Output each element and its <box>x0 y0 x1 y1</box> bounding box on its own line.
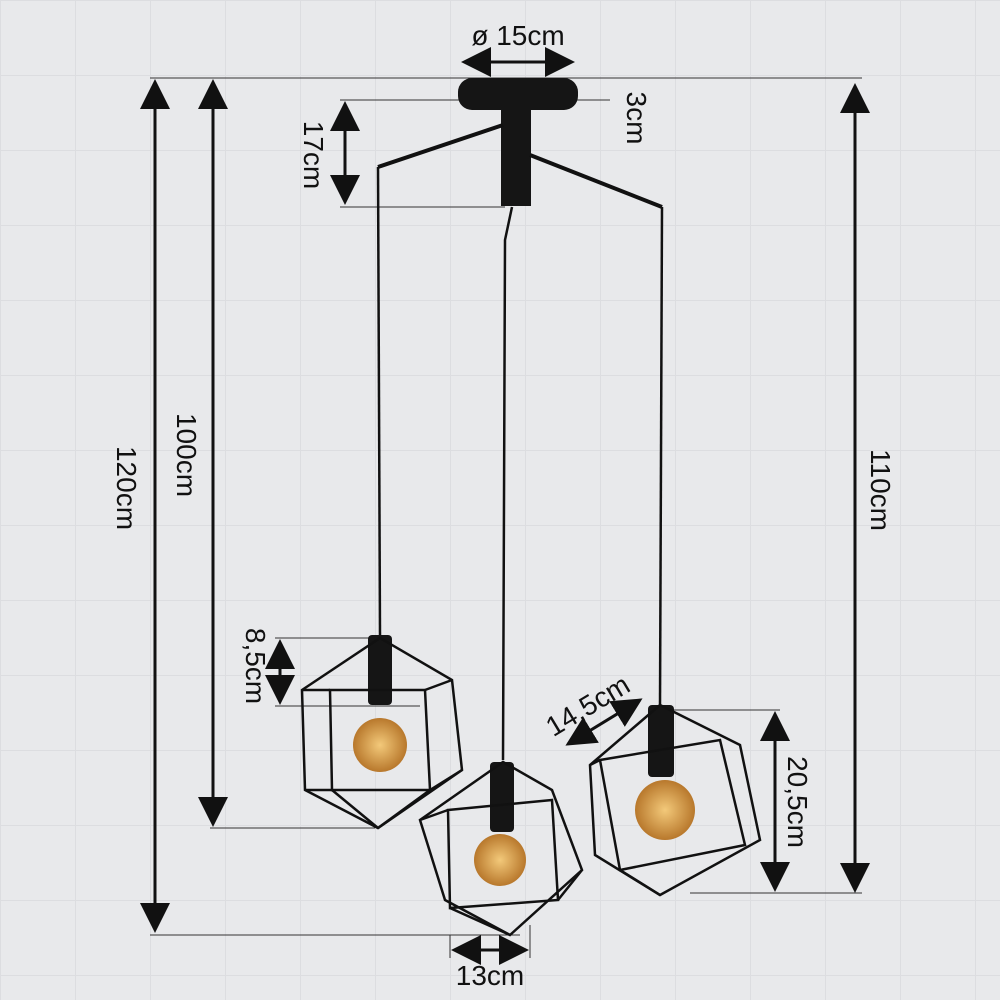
label-canopy-height: 3cm <box>621 91 652 145</box>
pendant-right <box>588 703 762 897</box>
label-total-height: 120cm <box>111 445 142 531</box>
label-cage-height: 20,5cm <box>782 756 813 848</box>
arm-right <box>529 153 663 209</box>
pendant-middle <box>418 760 584 937</box>
label-stem-height: 17cm <box>298 120 329 190</box>
label-right-drop: 110cm <box>865 449 896 531</box>
dimension-arrows <box>140 47 870 965</box>
arm-left <box>377 123 504 169</box>
stem <box>501 100 531 206</box>
label-socket-height: 8,5cm <box>240 627 271 705</box>
cord-right <box>658 206 664 706</box>
label-cage-width: 13cm <box>455 960 525 991</box>
cord-left <box>376 166 382 636</box>
label-left-drop: 100cm <box>171 412 202 498</box>
label-canopy-diameter: ø 15cm <box>471 20 565 51</box>
extension-lines <box>150 77 862 958</box>
arrow-cage-edge <box>565 698 643 746</box>
canopy <box>458 78 578 110</box>
lamp <box>300 78 762 937</box>
cord-middle <box>501 206 514 761</box>
pendant-left <box>300 635 464 830</box>
